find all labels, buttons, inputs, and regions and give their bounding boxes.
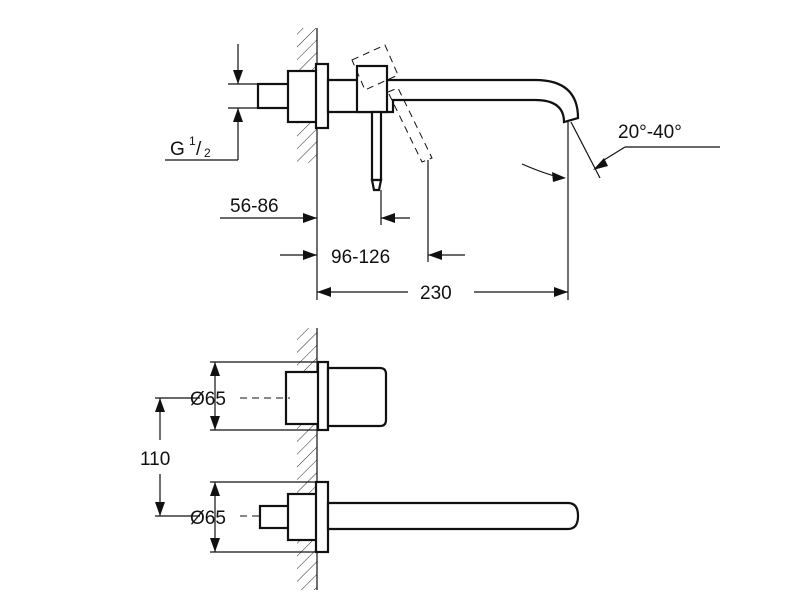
spout-lower <box>326 501 580 531</box>
diameter-upper-label: Ø65 <box>190 389 226 410</box>
cover-plate-upper <box>316 360 330 432</box>
wall-hatch-bottom <box>297 328 317 590</box>
lever-tip <box>370 178 383 192</box>
lever-depth-label: 96-126 <box>331 247 390 268</box>
lever-housing-alt <box>351 44 399 91</box>
lever <box>370 110 383 182</box>
spout-length-label: 230 <box>420 283 452 304</box>
lever-housing <box>355 64 389 114</box>
thread-slash: / <box>196 139 202 160</box>
center-distance-label: 110 <box>140 449 170 470</box>
cover-plate-lower <box>314 480 330 554</box>
bottom-view: Ø65 110 Ø65 <box>140 328 580 590</box>
handle-body <box>326 366 388 428</box>
side-view: G 1 / 2 20°-40° 56-86 96-126 230 <box>165 28 720 304</box>
wall-depth-label: 56-86 <box>230 196 279 217</box>
valve-flange-lower <box>286 492 320 542</box>
diameter-lower-label: Ø65 <box>190 508 226 529</box>
cover-plate <box>314 62 330 130</box>
thread-sup: 1 <box>189 134 196 148</box>
angle-label: 20°-40° <box>618 122 682 143</box>
mounting-flange <box>286 69 322 124</box>
thread-sub: 2 <box>204 146 211 160</box>
thread-label: G <box>170 139 185 160</box>
lever-alt <box>387 87 433 163</box>
valve-flange-upper <box>284 370 322 426</box>
